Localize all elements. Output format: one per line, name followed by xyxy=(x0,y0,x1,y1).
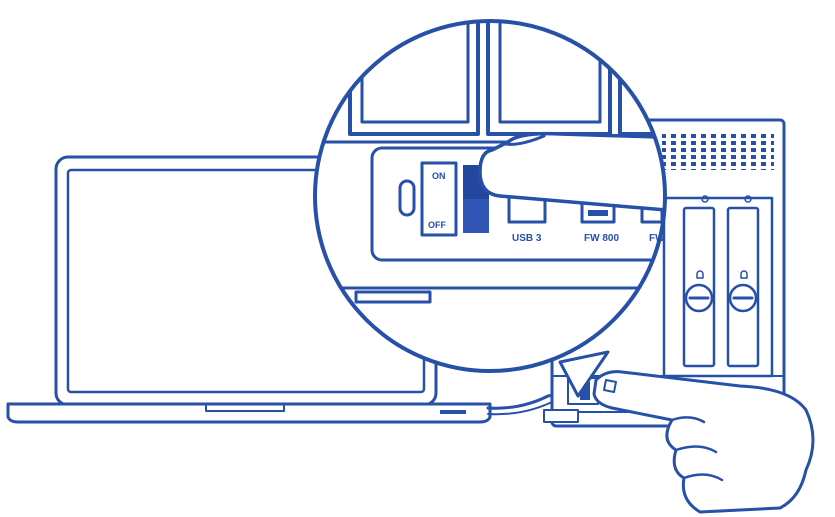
fw-port-label-partial: FW xyxy=(649,233,665,244)
switch-on-label: ON xyxy=(432,171,446,181)
pointing-finger-icon xyxy=(594,372,813,512)
switch-off-label: OFF xyxy=(428,220,446,230)
fw800-port-label: FW 800 xyxy=(584,233,619,244)
usb3-port-label: USB 3 xyxy=(512,233,542,244)
